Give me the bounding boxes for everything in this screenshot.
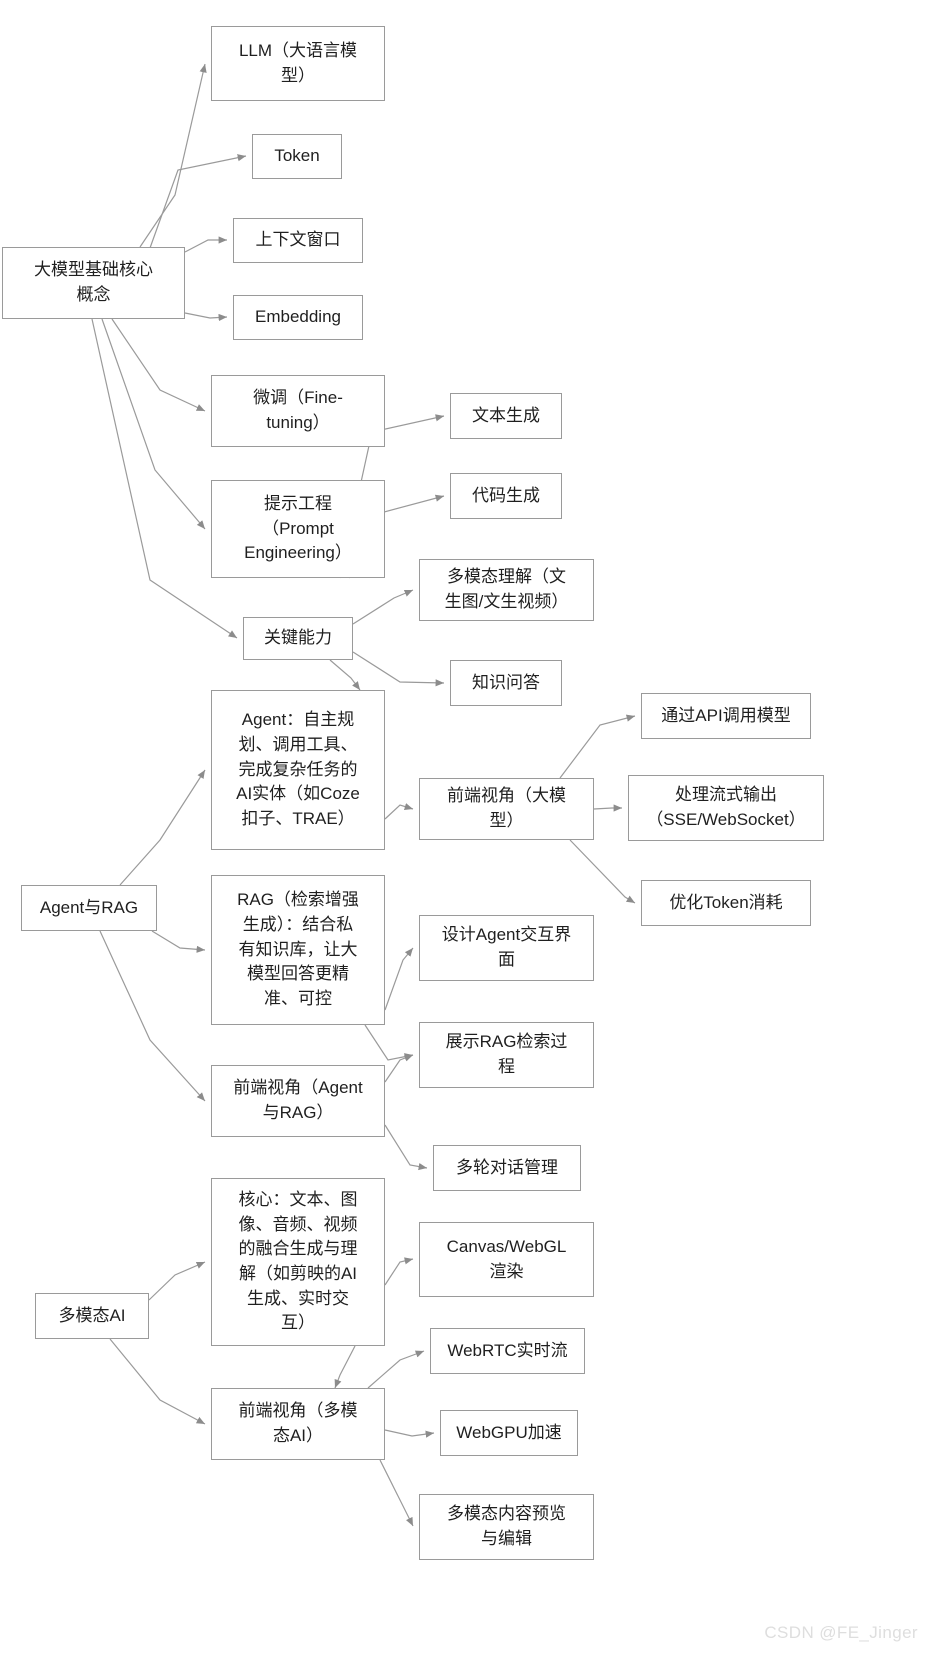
edge-femultimodal-to-webgpu <box>384 1429 435 1438</box>
node-label-rag: RAG（检索增强 生成）：结合私 有知识库，让大 模型回答更精 准、可控 <box>237 890 359 1008</box>
edge-feagentrag-to-multiturn <box>384 1124 428 1171</box>
edge-agent-to-fellm <box>384 803 414 820</box>
node-canvaswebgl[interactable]: Canvas/WebGL 渲染 <box>419 1222 594 1297</box>
edge-root1-to-prompt <box>101 318 206 530</box>
node-label-knowledgeqa: 知识问答 <box>472 672 540 692</box>
node-multimodal[interactable]: 多模态理解（文 生图/文生视频） <box>419 559 594 621</box>
edge-feagentrag-to-showrag <box>384 1054 414 1083</box>
node-showrag[interactable]: 展示RAG检索过 程 <box>419 1022 594 1088</box>
node-mmcore[interactable]: 核心：文本、图 像、音频、视频 的融合生成与理 解（如剪映的AI 生成、实时交 … <box>211 1178 385 1346</box>
edge-keyability-to-agent <box>329 659 361 691</box>
edge-keyability-to-multimodal <box>352 589 414 625</box>
edge-root1-to-finetune <box>111 318 206 412</box>
node-label-embedding: Embedding <box>254 307 341 327</box>
node-opttoken[interactable]: 优化Token消耗 <box>641 880 811 926</box>
node-label-agent: Agent：自主规 划、调用工具、 完成复杂任务的 AI实体（如Coze 扣子、… <box>236 710 360 828</box>
node-prompt[interactable]: 提示工程 （Prompt Engineering） <box>211 480 385 578</box>
edge-fellm-to-apicall <box>559 714 636 779</box>
edge-root2-to-rag <box>151 930 206 953</box>
node-agent[interactable]: Agent：自主规 划、调用工具、 完成复杂任务的 AI实体（如Coze 扣子、… <box>211 690 385 850</box>
edge-root1-to-keyability <box>91 318 238 639</box>
edge-fellm-to-opttoken <box>569 839 636 904</box>
node-label-textgen: 文本生成 <box>472 405 540 425</box>
node-label-fellm: 前端视角（大模 型） <box>447 786 566 830</box>
node-mmpreview[interactable]: 多模态内容预览 与编辑 <box>419 1494 594 1560</box>
edge-femultimodal-to-webrtc <box>367 1350 425 1389</box>
edge-root2-to-agent <box>119 769 206 886</box>
node-label-root2: Agent与RAG <box>39 897 139 917</box>
node-label-showrag: 展示RAG检索过 程 <box>445 1032 568 1076</box>
node-label-mmcore: 核心：文本、图 像、音频、视频 的融合生成与理 解（如剪映的AI 生成、实时交 … <box>238 1190 358 1333</box>
edge-fellm-to-stream <box>593 804 622 812</box>
edge-femultimodal-to-mmpreview <box>379 1459 414 1527</box>
edge-root1-to-token <box>149 154 247 249</box>
node-embedding[interactable]: Embedding <box>233 295 363 340</box>
node-label-stream: 处理流式输出 （SSE/WebSocket） <box>646 785 806 829</box>
node-webrtc[interactable]: WebRTC实时流 <box>430 1328 585 1374</box>
node-label-canvaswebgl: Canvas/WebGL 渲染 <box>446 1236 567 1281</box>
node-label-multiturn: 多轮对话管理 <box>456 1157 558 1177</box>
node-label-llm: LLM（大语言模 型） <box>238 40 358 85</box>
edge-keyability-to-knowledgeqa <box>352 651 445 687</box>
edge-mmcore-to-canvaswebgl <box>384 1257 414 1286</box>
node-label-designagent: 设计Agent交互界 面 <box>441 925 572 969</box>
node-fellm[interactable]: 前端视角（大模 型） <box>419 778 594 840</box>
node-designagent[interactable]: 设计Agent交互界 面 <box>419 915 594 981</box>
node-textgen[interactable]: 文本生成 <box>450 393 562 439</box>
node-rag[interactable]: RAG（检索增强 生成）：结合私 有知识库，让大 模型回答更精 准、可控 <box>211 875 385 1025</box>
edge-rag-to-designagent <box>384 947 414 1011</box>
node-label-root1: 大模型基础核心 概念 <box>34 260 153 304</box>
node-label-keyability: 关键能力 <box>264 628 332 648</box>
node-label-context: 上下文窗口 <box>255 230 341 250</box>
node-label-mmpreview: 多模态内容预览 与编辑 <box>447 1504 566 1548</box>
node-keyability[interactable]: 关键能力 <box>243 617 353 660</box>
edge-root3-to-mmcore <box>148 1261 206 1301</box>
node-label-feagentrag: 前端视角（Agent 与RAG） <box>233 1078 363 1122</box>
edge-mmcore-to-femultimodal <box>334 1345 356 1389</box>
edge-root1-to-llm <box>139 63 207 248</box>
node-token[interactable]: Token <box>252 134 342 179</box>
node-label-apicall: 通过API调用模型 <box>661 705 791 725</box>
node-knowledgeqa[interactable]: 知识问答 <box>450 660 562 706</box>
node-label-multimodal: 多模态理解（文 生图/文生视频） <box>444 567 569 611</box>
edge-root2-to-feagentrag <box>99 930 206 1102</box>
node-label-codegen: 代码生成 <box>472 485 540 505</box>
node-label-webrtc: WebRTC实时流 <box>447 1340 568 1360</box>
node-feagentrag[interactable]: 前端视角（Agent 与RAG） <box>211 1065 385 1137</box>
node-label-webgpu: WebGPU加速 <box>456 1422 562 1442</box>
node-label-opttoken: 优化Token消耗 <box>669 892 783 912</box>
node-root3[interactable]: 多模态AI <box>35 1293 149 1339</box>
edge-root3-to-femultimodal <box>109 1338 206 1425</box>
node-multiturn[interactable]: 多轮对话管理 <box>433 1145 581 1191</box>
node-label-token: Token <box>274 146 320 166</box>
node-webgpu[interactable]: WebGPU加速 <box>440 1410 578 1456</box>
edge-root1-to-context <box>184 236 227 253</box>
node-femultimodal[interactable]: 前端视角（多模 态AI） <box>211 1388 385 1460</box>
node-label-finetune: 微调（Fine- tuning） <box>253 388 343 432</box>
edge-rag-to-showrag <box>364 1024 414 1061</box>
node-apicall[interactable]: 通过API调用模型 <box>641 693 811 739</box>
node-llm[interactable]: LLM（大语言模 型） <box>211 26 385 101</box>
node-label-root3: 多模态AI <box>58 1305 126 1325</box>
node-context[interactable]: 上下文窗口 <box>233 218 363 263</box>
node-root2[interactable]: Agent与RAG <box>21 885 157 931</box>
edge-root1-to-embedding <box>184 312 228 322</box>
node-root1[interactable]: 大模型基础核心 概念 <box>2 247 185 319</box>
node-label-femultimodal: 前端视角（多模 态AI） <box>238 1401 358 1445</box>
node-codegen[interactable]: 代码生成 <box>450 473 562 519</box>
node-label-prompt: 提示工程 （Prompt Engineering） <box>244 494 352 563</box>
node-stream[interactable]: 处理流式输出 （SSE/WebSocket） <box>628 775 824 841</box>
watermark: CSDN @FE_Jinger <box>764 1623 918 1642</box>
node-finetune[interactable]: 微调（Fine- tuning） <box>211 375 385 447</box>
